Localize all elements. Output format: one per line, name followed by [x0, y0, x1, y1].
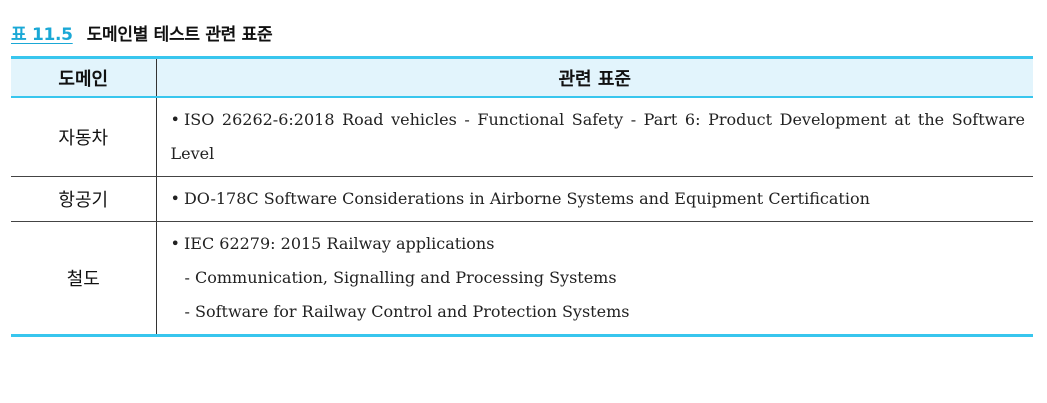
- table-caption: 표 11.5 도메인별 테스트 관련 표준: [11, 20, 273, 45]
- standard-text: DO-178C Software Considerations in Airbo…: [183, 189, 870, 208]
- header-row: 도메인 관련 표준: [11, 56, 1033, 98]
- table-row: 철도 •IEC 62279: 2015 Railway applications…: [11, 221, 1033, 337]
- bullet-icon: •: [170, 189, 180, 208]
- standard-sub-item: - Software for Railway Control and Prote…: [184, 302, 630, 321]
- bullet-icon: •: [170, 234, 180, 253]
- header-standard: 관련 표준: [156, 56, 1033, 98]
- domain-cell: 철도: [11, 221, 157, 337]
- domain-cell: 자동차: [11, 97, 157, 177]
- header-domain: 도메인: [11, 56, 157, 98]
- standard-line: •IEC 62279: 2015 Railway applications: [171, 227, 1026, 261]
- table-title: 도메인별 테스트 관련 표준: [86, 25, 273, 45]
- table-row: 항공기 •DO-178C Software Considerations in …: [11, 176, 1033, 222]
- bullet-icon: •: [170, 110, 180, 129]
- table-row: 자동차 •ISO 26262-6:2018 Road vehicles - Fu…: [11, 97, 1033, 177]
- table-number: 표 11.5: [11, 25, 73, 45]
- standard-cell: •IEC 62279: 2015 Railway applications - …: [156, 221, 1033, 337]
- standard-cell: •ISO 26262-6:2018 Road vehicles - Functi…: [156, 97, 1033, 177]
- standard-sub-item: - Communication, Signalling and Processi…: [184, 268, 617, 287]
- standard-text: ISO 26262-6:2018 Road vehicles - Functio…: [170, 110, 1026, 163]
- standard-cell: •DO-178C Software Considerations in Airb…: [156, 176, 1033, 222]
- standard-text: IEC 62279: 2015 Railway applications: [183, 234, 495, 253]
- domain-cell: 항공기: [11, 176, 157, 222]
- standards-table: 도메인 관련 표준 자동차 •ISO 26262-6:2018 Road veh…: [11, 56, 1033, 337]
